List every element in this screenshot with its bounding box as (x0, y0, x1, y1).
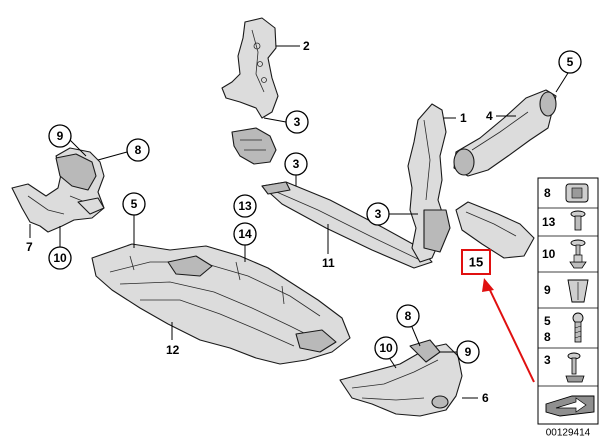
bolt-icon (572, 312, 584, 343)
callout-11: 11 (322, 224, 335, 270)
reference-number: 00129414 (546, 428, 591, 439)
part-7-bracket (11, 147, 105, 233)
callout-5-right: 5 (555, 50, 582, 93)
label-8-left: 8 (135, 143, 142, 157)
callout-13: 13 (233, 194, 257, 218)
legend-label-8: 8 (544, 186, 551, 200)
part-15-cover (455, 201, 535, 259)
legend-label-13: 13 (542, 215, 556, 229)
spreading-nut-icon (567, 279, 589, 303)
callout-5-left: 5 (122, 192, 146, 248)
part-1-bracket (407, 103, 451, 263)
label-9-bottom: 9 (465, 345, 472, 359)
part-4-air-duct (453, 89, 557, 177)
label-10-left: 10 (53, 251, 67, 265)
callout-14: 14 (233, 222, 257, 262)
callout-9-left: 9 (48, 124, 87, 157)
callout-6: 6 (462, 391, 489, 405)
highlight-arrow (482, 278, 535, 383)
callout-15-highlight: 15 (461, 249, 491, 275)
callout-8-bottom: 8 (396, 304, 421, 347)
part-2-bracket (221, 17, 279, 165)
part-6-bracket (339, 339, 463, 417)
label-3-mid: 3 (293, 157, 300, 171)
label-3-upper: 3 (294, 115, 301, 129)
arrow-shim-icon (545, 395, 595, 417)
push-rivet-icon (565, 352, 585, 383)
callout-9-bottom: 9 (440, 340, 480, 364)
label-2: 2 (303, 39, 310, 53)
label-9-left: 9 (57, 129, 64, 143)
label-8-bottom: 8 (405, 309, 412, 323)
callout-3-right: 3 (366, 202, 418, 226)
label-12: 12 (166, 343, 180, 357)
clip-nut-icon (565, 183, 589, 203)
callout-8-left: 8 (97, 138, 150, 162)
callout-10-left: 10 (48, 226, 72, 270)
expanding-rivet-icon (569, 239, 587, 269)
callout-1: 1 (444, 111, 467, 125)
legend-label-9: 9 (544, 283, 551, 297)
fastener-legend: 8 13 10 9 5 8 (537, 177, 599, 425)
label-13: 13 (238, 199, 252, 213)
screw-icon (570, 210, 586, 231)
label-11: 11 (322, 256, 335, 270)
legend-label-5: 5 (544, 314, 551, 328)
label-10-bottom: 10 (379, 341, 393, 355)
label-14: 14 (238, 227, 252, 241)
legend-label-8b: 8 (544, 330, 551, 344)
legend-label-10: 10 (542, 247, 556, 261)
part-12-underbody-panel (91, 243, 351, 365)
callout-2: 2 (276, 39, 310, 53)
label-4: 4 (486, 109, 493, 123)
callout-3-upper: 3 (263, 110, 309, 134)
part-11-strip (261, 181, 433, 269)
callout-12: 12 (166, 322, 180, 357)
label-5-right: 5 (567, 55, 574, 69)
callout-7: 7 (26, 224, 33, 254)
label-6: 6 (482, 391, 489, 405)
label-15: 15 (469, 255, 483, 270)
label-5-left: 5 (131, 197, 138, 211)
callout-3-mid: 3 (284, 152, 308, 186)
label-1: 1 (460, 111, 467, 125)
label-7: 7 (26, 240, 33, 254)
label-3-right: 3 (375, 207, 382, 221)
callout-10-bottom: 10 (374, 336, 398, 369)
callout-4: 4 (486, 109, 516, 123)
legend-label-3: 3 (544, 353, 551, 367)
